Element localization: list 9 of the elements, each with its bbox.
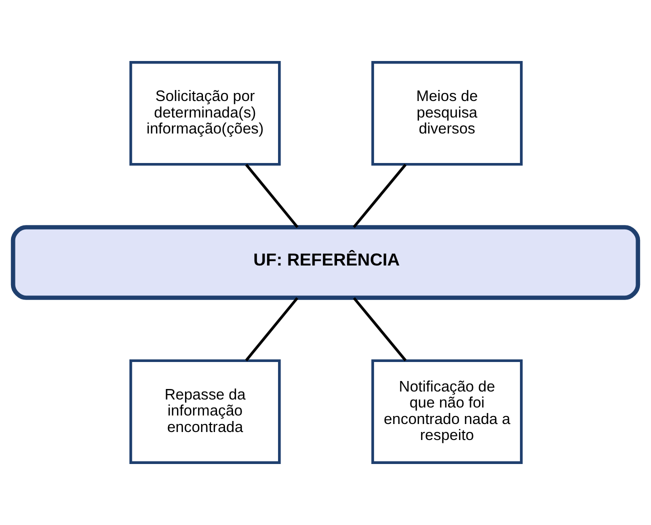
node-box: Notificação de que não foi encontrado nada a respeito bbox=[371, 359, 523, 464]
connector bbox=[352, 297, 407, 362]
node-box: Solicitação por determinada(s) informação(ções) bbox=[129, 60, 281, 166]
connector bbox=[245, 297, 298, 362]
connector bbox=[245, 164, 298, 228]
node-box: Meios de pesquisa diversos bbox=[371, 60, 523, 166]
node-box: Repasse da informação encontrada bbox=[129, 359, 281, 464]
connector bbox=[352, 164, 407, 228]
node-box: UF: REFERÊNCIA bbox=[10, 225, 640, 300]
